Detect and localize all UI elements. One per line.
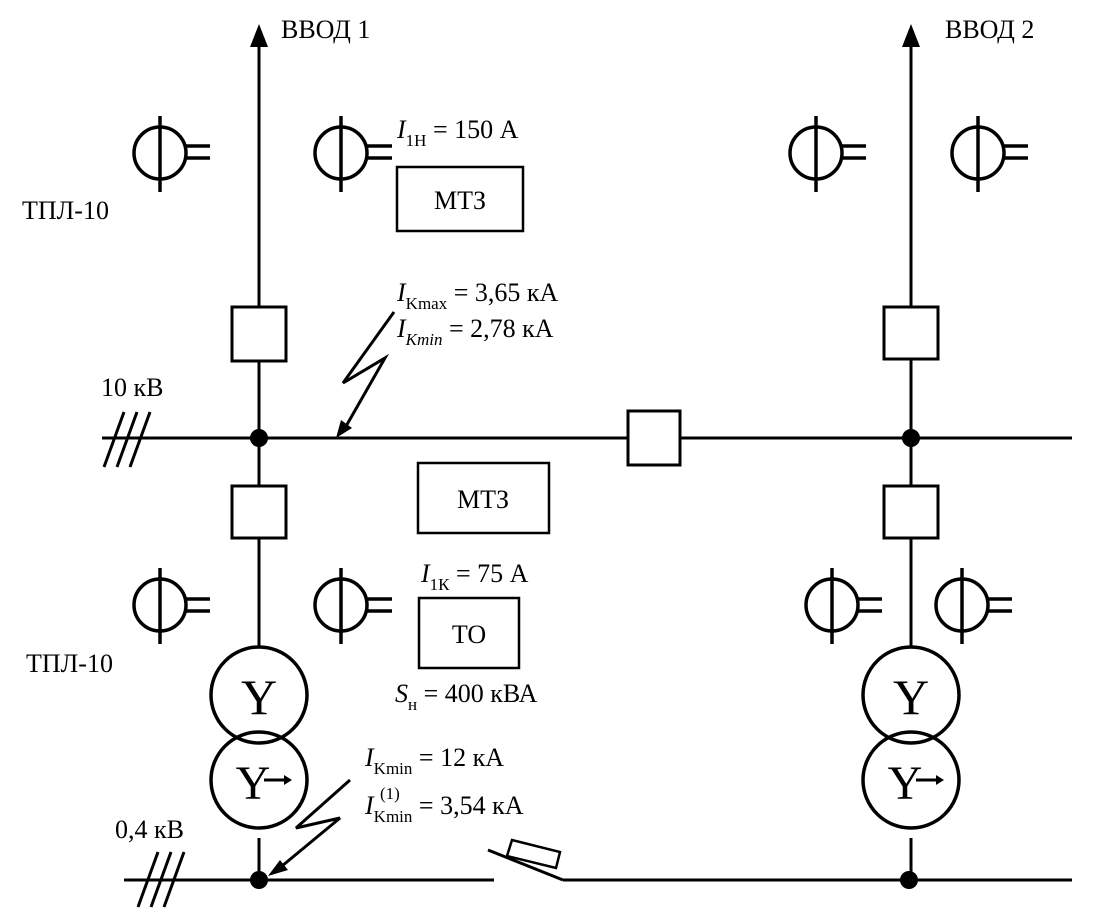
ct-upper-right-1 bbox=[788, 116, 866, 192]
three-phase-mark-icon bbox=[102, 411, 152, 468]
svg-text:МТЗ: МТЗ bbox=[434, 186, 486, 215]
fault-arrow-10kv-icon bbox=[336, 311, 396, 438]
breaker-transformer-1 bbox=[230, 484, 288, 540]
neutral-point-icon bbox=[936, 775, 944, 785]
ct-lower-right-2 bbox=[934, 568, 1012, 644]
neutral-point-icon bbox=[284, 775, 292, 785]
current-label-ikmax-10kv: IKmax = 3,65 кА bbox=[396, 278, 559, 313]
bus-tie-breaker-10kv bbox=[626, 409, 682, 467]
breaker-transformer-2 bbox=[882, 484, 940, 540]
three-phase-mark-04kv-icon bbox=[136, 851, 186, 908]
input-1-arrow-icon bbox=[250, 24, 268, 47]
ct-lower-left-2 bbox=[313, 568, 392, 644]
feeder-1 bbox=[230, 24, 288, 880]
svg-text:ТО: ТО bbox=[452, 620, 486, 649]
power-transformer-1: Y Y bbox=[209, 645, 309, 830]
breaker-input-1 bbox=[230, 305, 288, 363]
ct-upper-right-2 bbox=[950, 116, 1028, 192]
current-label-i1k: I1К = 75 А bbox=[420, 559, 529, 594]
ct-lower-right-1 bbox=[804, 568, 882, 644]
transformer-1-star-neutral-symbol: Y bbox=[236, 757, 271, 810]
node-bus-10kv-right bbox=[902, 429, 920, 447]
ct-upper-left-2 bbox=[313, 116, 392, 192]
input-1-label: ВВОД 1 bbox=[281, 15, 370, 44]
transformer-rating-label: Sн = 400 кВА bbox=[395, 679, 538, 714]
bus-04kv bbox=[124, 838, 1072, 908]
input-2-label: ВВОД 2 bbox=[945, 15, 1034, 44]
svg-text:МТЗ: МТЗ bbox=[457, 485, 509, 514]
ct-lower-left-1 bbox=[132, 568, 210, 644]
current-label-ikmin-04kv: IKmin = 12 кА bbox=[364, 743, 504, 778]
current-transformers bbox=[132, 116, 1028, 644]
ct-type-label-lower: ТПЛ-10 bbox=[26, 649, 113, 678]
voltage-label-10kv: 10 кВ bbox=[101, 373, 163, 402]
transformer-2-star-symbol: Y bbox=[893, 669, 929, 725]
breaker-input-2 bbox=[882, 305, 940, 361]
current-label-ikmin-10kv: IKmin = 2,78 кА bbox=[396, 314, 554, 349]
transformer-2-star-neutral-symbol: Y bbox=[888, 757, 923, 810]
bus-10kv bbox=[102, 409, 1072, 468]
node-bus-10kv-left bbox=[250, 429, 268, 447]
switch-actuator-icon bbox=[505, 838, 562, 870]
relay-block-to: ТО bbox=[417, 596, 521, 670]
current-label-i1n: I1Н = 150 А bbox=[396, 115, 519, 150]
ct-type-label-upper: ТПЛ-10 bbox=[22, 196, 109, 225]
input-2-arrow-icon bbox=[902, 24, 920, 47]
current-label-ikmin1-superscript: (1) bbox=[380, 784, 400, 803]
transformer-1-star-symbol: Y bbox=[241, 669, 277, 725]
power-transformer-2: Y Y bbox=[861, 645, 961, 830]
ct-upper-left-1 bbox=[132, 116, 210, 192]
relay-block-upper-mtz: МТЗ bbox=[395, 165, 525, 233]
fault-arrow-04kv-icon bbox=[268, 778, 351, 876]
node-bus-04kv-left bbox=[250, 871, 268, 889]
feeder-2 bbox=[882, 24, 940, 880]
relay-block-middle-mtz: МТЗ bbox=[416, 461, 551, 535]
node-bus-04kv-right bbox=[900, 871, 918, 889]
bus-tie-switch-04kv bbox=[487, 848, 564, 882]
voltage-label-04kv: 0,4 кВ bbox=[115, 815, 184, 844]
current-label-ikmin1-04kv: IKmin = 3,54 кА bbox=[364, 791, 524, 826]
